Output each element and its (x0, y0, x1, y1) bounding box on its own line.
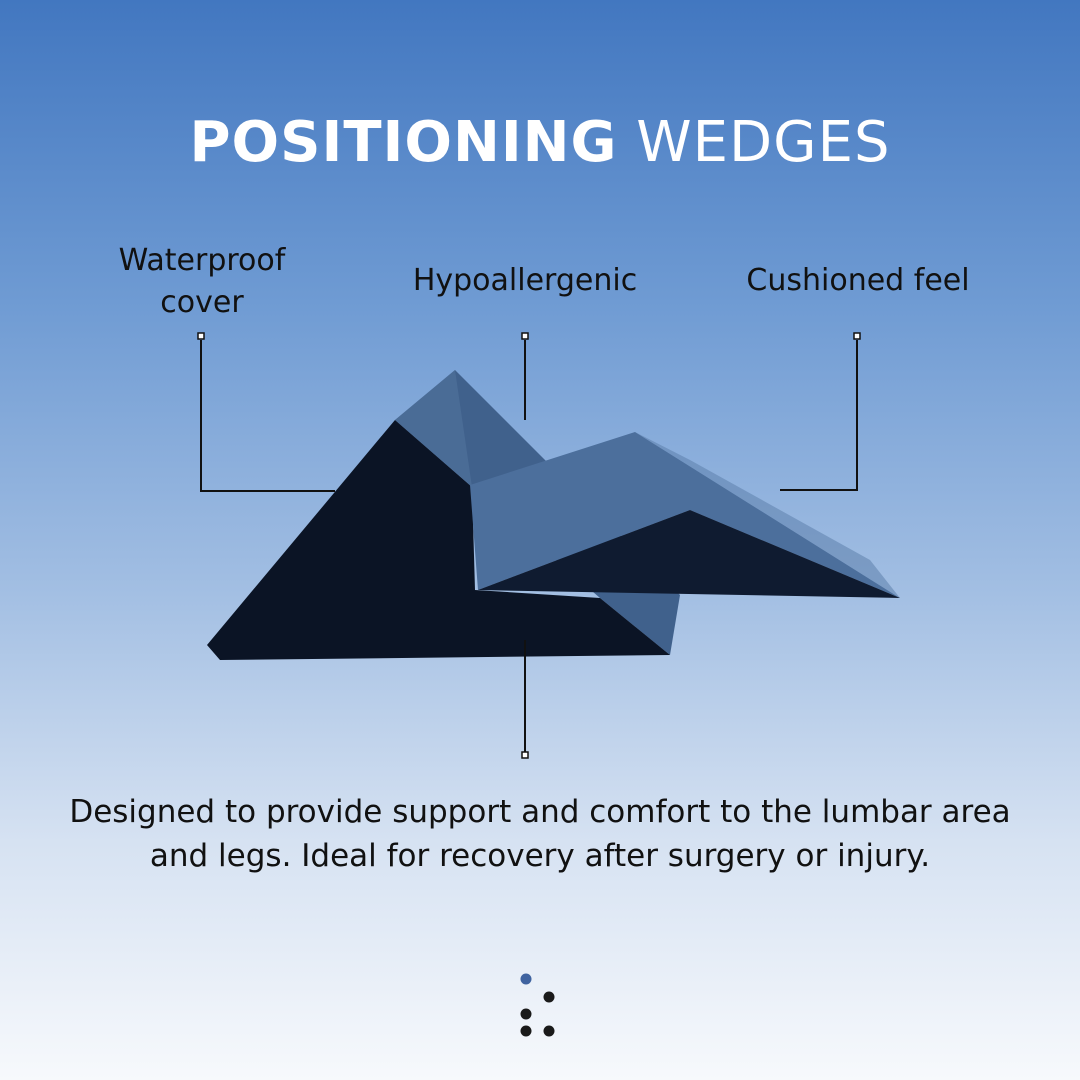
feature-label-waterproof: Waterproof cover (118, 243, 286, 320)
feature-label-cushioned: Cushioned feel (746, 263, 970, 298)
page-title: POSITIONING WEDGES (0, 110, 1080, 175)
callout-line-cushioned (780, 340, 858, 491)
title-light: WEDGES (617, 110, 891, 175)
wedge-small (470, 432, 900, 598)
callout-marker-hypoallergenic (521, 332, 529, 340)
callout-lines (200, 340, 858, 752)
callout-line-waterproof (200, 340, 335, 492)
callout-marker-bottom (521, 751, 529, 759)
callout-markers (197, 332, 861, 759)
brand-dots-logo (520, 973, 555, 1037)
feature-label-hypoallergenic: Hypoallergenic (412, 263, 638, 298)
title-bold: POSITIONING (189, 110, 618, 175)
callout-marker-waterproof (197, 332, 205, 340)
product-description: Designed to provide support and comfort … (69, 794, 1011, 874)
callout-marker-cushioned (853, 332, 861, 340)
